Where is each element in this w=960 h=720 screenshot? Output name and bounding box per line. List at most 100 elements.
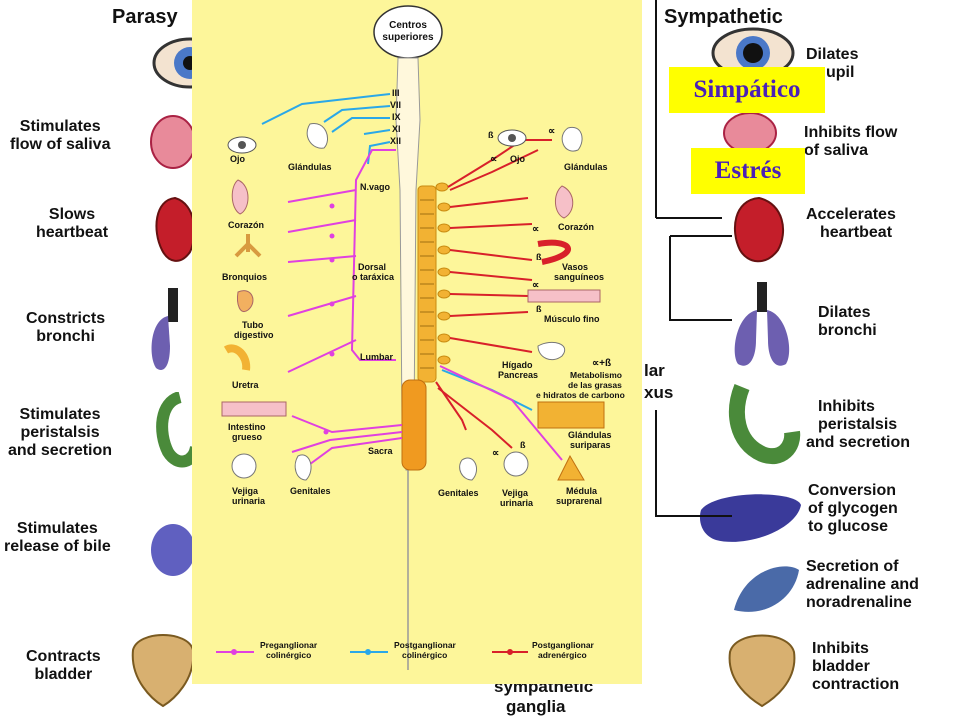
sympathetic-heading: Sympathetic	[664, 6, 783, 28]
label-corazon-left: Corazón	[228, 220, 264, 230]
autonomic-diagram-panel: Centros superiores III VII IX XI XII	[192, 0, 642, 684]
label-uretra: Uretra	[232, 380, 260, 390]
panel-right-organ-icons	[459, 126, 605, 481]
receptor-5: ∝	[532, 280, 539, 291]
label-medula: Médula	[566, 486, 598, 496]
estres-callout: Estrés	[691, 148, 805, 194]
label-genitales-right: Genitales	[438, 488, 479, 498]
label-bronquios: Bronquios	[222, 272, 267, 282]
cranial-nerve-XI: XI	[392, 124, 401, 134]
label-intestino: Intestino	[228, 422, 266, 432]
legend-0-line-1: colinérgico	[266, 650, 311, 660]
fragment-xus: xus	[644, 383, 674, 402]
label-digestivo: digestivo	[234, 330, 274, 340]
label-metabolismo: Metabolismo	[570, 370, 622, 380]
label-sacra: Sacra	[368, 446, 394, 456]
legend-1-line-1: colinérgico	[402, 650, 447, 660]
label-genitales-left: Genitales	[290, 486, 331, 496]
salivary-gland-left	[150, 115, 196, 169]
adrenal-organ-right	[734, 566, 799, 612]
label-grueso: grueso	[232, 432, 263, 442]
bladder-organ-right	[728, 634, 796, 708]
receptor-8: ∝	[492, 448, 499, 459]
simpatico-callout: Simpático	[669, 67, 825, 113]
parasympathetic-heading: Parasy	[112, 6, 178, 28]
label-toracica: o taráxica	[352, 272, 395, 282]
cranial-nerve-XII: XII	[390, 136, 401, 146]
label-ojo-right: Ojo	[510, 154, 526, 164]
label-glandulas-right: Glándulas	[564, 162, 608, 172]
legend-2-line-0: Postganglionar	[532, 640, 595, 650]
label-musculo-fino: Músculo fino	[544, 314, 600, 324]
label-urinaria-left: urinaria	[232, 496, 266, 506]
stomach-organ-left	[156, 392, 200, 468]
label-glandulas-suriparas: Glándulas	[568, 430, 612, 440]
sympathetic-postganglionic-fibers	[435, 139, 552, 449]
top-box-line-0: Centros	[389, 20, 427, 31]
label-grasas: de las grasas	[568, 380, 622, 390]
fragment-lar: lar	[644, 361, 665, 380]
autonomic-diagram-svg: Centros superiores III VII IX XI XII	[216, 5, 625, 670]
heart-organ-right	[733, 196, 785, 263]
label-ojo-left: Ojo	[230, 154, 246, 164]
lungs-organ-right	[734, 282, 790, 366]
cranial-nerve-VII: VII	[390, 100, 401, 110]
label-dorsal: Dorsal	[358, 262, 386, 272]
receptor-0: ß	[488, 130, 494, 140]
sacral-segment	[401, 379, 427, 471]
panel-legend: Preganglionar colinérgico Postganglionar…	[216, 640, 595, 660]
label-vejiga-right: Vejiga	[502, 488, 529, 498]
panel-left-organ-icons	[221, 123, 328, 481]
receptor-3: ∝	[532, 224, 539, 235]
parasympathetic-preganglionic-fibers	[287, 149, 403, 471]
label-corazon-right: Corazón	[558, 222, 594, 232]
label-tubo: Tubo	[242, 320, 264, 330]
liver-organ-right	[699, 494, 801, 542]
receptor-4: ß	[536, 252, 542, 262]
eye-organ-right	[711, 27, 795, 79]
top-box-line-1: superiores	[382, 32, 434, 43]
label-vasos: Vasos	[562, 262, 588, 272]
bladder-organ-left	[131, 634, 195, 708]
lungs-organ-left	[151, 288, 178, 370]
label-suprarenal: suprarenal	[556, 496, 602, 506]
label-vejiga-left: Vejiga	[232, 486, 259, 496]
cranial-nerve-III: III	[392, 88, 400, 98]
label-pancreas: Pancreas	[498, 370, 538, 380]
fragment-ganglia: ganglia	[506, 697, 566, 716]
legend-2-line-1: adrenérgico	[538, 650, 587, 660]
cranial-nerve-IX: IX	[392, 112, 401, 122]
label-glandulas-left: Glándulas	[288, 162, 332, 172]
receptor-1: ∝	[490, 154, 497, 165]
label-nvago: N.vago	[360, 182, 391, 192]
receptor-7: ∝+ß	[592, 358, 611, 369]
sympathetic-connector-lines	[655, 0, 732, 517]
label-higado: Hígado	[502, 360, 533, 370]
legend-1-line-0: Postganglionar	[394, 640, 457, 650]
stomach-organ-right	[728, 384, 801, 464]
gallbladder-organ-left	[151, 524, 195, 576]
receptor-9: ß	[520, 440, 526, 450]
label-suriparas: suriparas	[570, 440, 611, 450]
label-lumbar: Lumbar	[360, 352, 394, 362]
label-urinaria-right: urinaria	[500, 498, 534, 508]
cranial-cyan-fibers	[261, 93, 391, 165]
legend-0-line-0: Preganglionar	[260, 640, 318, 650]
receptor-2: ∝	[548, 126, 555, 137]
receptor-6: ß	[536, 304, 542, 314]
label-hidratos: e hidratos de carbono	[536, 390, 625, 400]
